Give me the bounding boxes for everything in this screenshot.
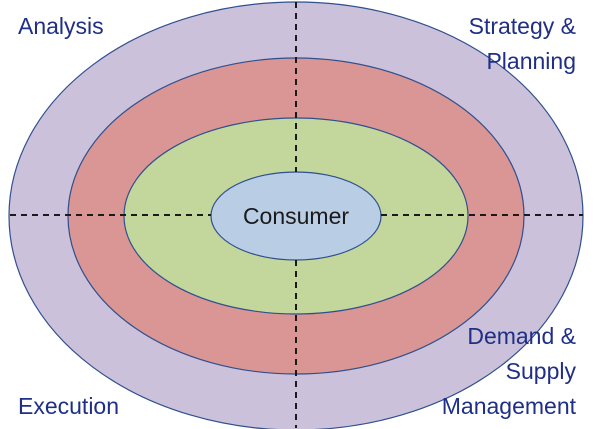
label-demand-line1: Demand &	[467, 323, 576, 349]
label-strategy-line1: Strategy &	[469, 13, 576, 39]
label-execution: Execution	[18, 393, 119, 419]
label-strategy-line2: Planning	[486, 48, 576, 74]
label-analysis: Analysis	[18, 13, 104, 39]
label-demand-line2: Supply	[506, 358, 577, 384]
label-demand-line3: Management	[442, 393, 577, 419]
center-label: Consumer	[243, 203, 349, 229]
